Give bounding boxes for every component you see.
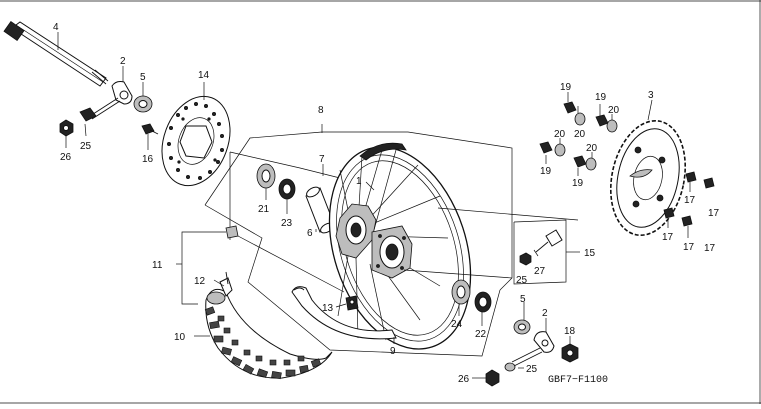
callout-6: 6 [307, 228, 313, 239]
callout-5-right: 5 [520, 294, 526, 305]
chain-adjuster-left [89, 81, 133, 120]
callout-22: 22 [475, 329, 487, 340]
callout-17-c: 17 [662, 232, 674, 243]
axle-nut-18 [561, 343, 579, 363]
wheel-hub [335, 203, 413, 279]
callout-21: 21 [258, 204, 270, 215]
wheel-assembly-box-bottom [204, 204, 501, 357]
sprocket-nut-19c [539, 141, 553, 154]
sprocket-bolt-17c [663, 207, 675, 219]
dust-seal-22 [474, 291, 492, 313]
rim-band-top [359, 142, 407, 161]
callout-17-b: 17 [708, 208, 720, 219]
callout-3: 3 [648, 90, 654, 101]
callout-18: 18 [564, 326, 576, 337]
callout-17-e: 17 [704, 243, 716, 254]
callout-17-a: 17 [684, 195, 696, 206]
tire [204, 288, 333, 380]
callout-9: 9 [390, 346, 396, 357]
callout-12: 12 [194, 276, 206, 287]
sprocket-washer-20a [574, 112, 586, 126]
nut-25-box [519, 252, 532, 266]
sprocket-washer-20b [606, 119, 618, 133]
callout-25-box: 25 [516, 275, 528, 286]
callout-2-right: 2 [542, 308, 548, 319]
callout-19-a: 19 [560, 82, 572, 93]
callout-20-a: 20 [608, 105, 620, 116]
axle-nut-left [59, 119, 74, 137]
axle-nut-26-right [485, 369, 500, 387]
sprocket-bolt-17b [703, 177, 715, 189]
hub-subbox-top [229, 151, 349, 181]
callout-24: 24 [451, 319, 463, 330]
callout-20-d: 20 [586, 143, 598, 154]
callout-1: 1 [356, 176, 362, 187]
callout-23: 23 [281, 218, 293, 229]
sprocket-bolt-17a [685, 171, 697, 183]
callout-4: 4 [53, 22, 59, 33]
sprocket-nut-19a [563, 101, 577, 114]
callout-15: 15 [584, 248, 596, 259]
rim-band [291, 286, 397, 340]
sprocket-nut-19d [573, 155, 587, 168]
chain-adjuster-right [511, 331, 555, 367]
callout-13: 13 [322, 303, 334, 314]
callout-20-c: 20 [554, 129, 566, 140]
bracket-11 [181, 231, 198, 305]
callout-19-c: 19 [540, 166, 552, 177]
callout-25-right: 25 [526, 364, 538, 375]
callout-11: 11 [152, 260, 163, 271]
callout-20-b: 20 [574, 129, 586, 140]
callout-10: 10 [174, 332, 186, 343]
callout-14: 14 [198, 70, 210, 81]
callout-16: 16 [142, 154, 154, 165]
axle-shaft [3, 20, 109, 87]
leader-valve-to-rim [237, 235, 345, 293]
collar-right [513, 319, 531, 335]
callout-27: 27 [534, 266, 546, 277]
callout-19-b: 19 [595, 92, 607, 103]
bearing-24 [451, 279, 471, 305]
callout-25-left: 25 [80, 141, 92, 152]
driven-sprocket [609, 119, 687, 237]
callout-labels: 4 2 5 14 25 26 16 8 7 1 21 23 6 11 12 13… [53, 22, 720, 385]
callout-17-d: 17 [683, 242, 695, 253]
sprocket-bolt-17d [681, 215, 693, 227]
diagram-code: GBF7−F1100 [548, 375, 608, 386]
callout-5-left: 5 [140, 72, 146, 83]
leader-hub-to-sprocket-upper [437, 207, 579, 221]
valve-cap [225, 225, 239, 239]
dust-seal-23 [278, 178, 296, 200]
disc-bolt [141, 123, 159, 135]
detail-box-15 [513, 219, 567, 285]
washer-25-right [504, 362, 516, 372]
adjuster-bolt-left [79, 107, 97, 122]
callout-2-left: 2 [120, 56, 126, 67]
sprocket-nut-19b [595, 114, 609, 127]
callout-7: 7 [319, 154, 325, 165]
collar-left [133, 95, 153, 113]
callout-19-d: 19 [572, 178, 584, 189]
sprocket-washer-20c [554, 143, 566, 157]
leader-lines [57, 32, 691, 344]
brake-disc [161, 95, 231, 187]
bearing-21 [256, 163, 276, 189]
rim-lock [345, 295, 359, 311]
callout-8: 8 [318, 105, 324, 116]
sprocket-washer-20d [585, 157, 597, 171]
leader-hub-to-sprocket-lower [403, 269, 513, 279]
callout-26-right: 26 [458, 374, 470, 385]
adjuster-plate-27 [535, 229, 563, 253]
callout-26-left: 26 [60, 152, 72, 163]
inner-tube [219, 271, 233, 297]
